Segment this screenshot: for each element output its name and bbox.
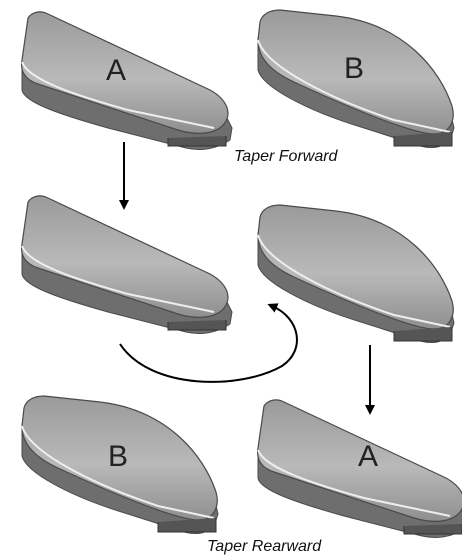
part-body-top	[257, 204, 454, 330]
part-base-tab	[403, 524, 462, 535]
part-middle-right	[257, 204, 455, 343]
part-ridge-line	[257, 449, 451, 517]
part-top-right: B	[257, 9, 455, 148]
part-base-tab	[393, 327, 453, 342]
part-ridge-line	[21, 245, 215, 313]
caption-taper-forward: Taper Forward	[234, 148, 339, 165]
part-letter: A	[106, 54, 126, 87]
part-ridge-line	[21, 425, 215, 519]
part-bottom-left: B	[21, 395, 219, 534]
part-letter: A	[358, 440, 378, 473]
part-letter: B	[344, 52, 364, 85]
part-ridge-line	[257, 234, 451, 328]
part-middle-left	[21, 195, 233, 335]
part-body-top	[21, 195, 229, 318]
part-body-top	[21, 395, 218, 521]
arrow-curved-rotate	[119, 303, 298, 383]
part-bottom-right: A	[257, 399, 462, 539]
part-ridge-line	[257, 39, 451, 133]
part-base-tab	[167, 320, 227, 331]
part-base-tab	[157, 518, 217, 533]
part-top-left: A	[21, 11, 233, 151]
part-body-top	[257, 9, 454, 135]
part-base-tab	[393, 132, 453, 147]
part-base-tab	[167, 136, 227, 147]
part-body-top	[21, 11, 229, 134]
part-letter: B	[108, 440, 128, 473]
caption-taper-rearward: Taper Rearward	[207, 538, 322, 555]
part-ridge-line	[21, 61, 215, 129]
part-body-top	[257, 399, 462, 522]
